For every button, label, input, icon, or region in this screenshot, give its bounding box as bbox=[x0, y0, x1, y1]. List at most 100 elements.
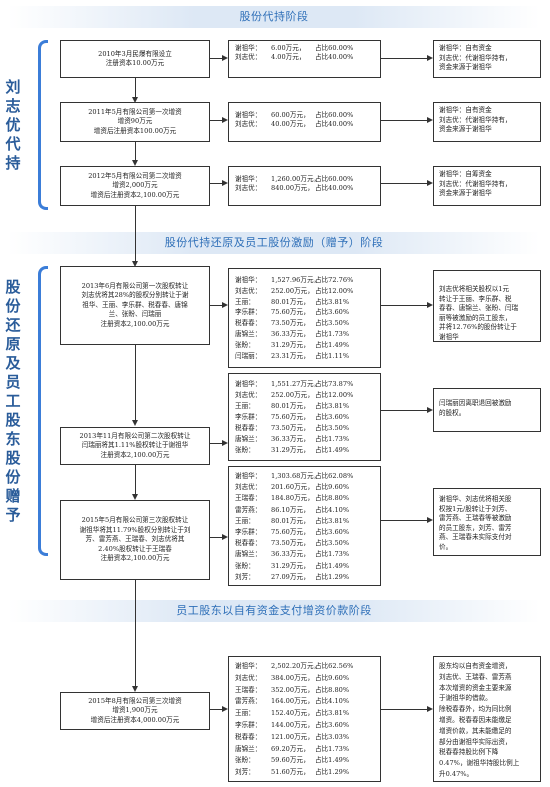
note-line: 刘志优：代谢祖华持有， bbox=[439, 115, 512, 124]
note-line: 价。 bbox=[439, 542, 453, 551]
section-title: 股份代持还原及员工股份激励（赠予）阶段 bbox=[164, 236, 384, 249]
shareholder-row: 王瑞春：352.00万元，占比8.80% bbox=[235, 685, 374, 697]
note-box: 闫瑞丽因离职退回被激励 的股权。 bbox=[433, 388, 541, 432]
note-line: 升0.47%。 bbox=[439, 769, 474, 778]
shareholder-row: 谢祖华：6.00万元，占比60.00% bbox=[235, 44, 374, 53]
holder-name: 谢祖华： bbox=[235, 44, 262, 52]
holder-share: 占比3.60% bbox=[315, 720, 350, 729]
connector bbox=[135, 465, 136, 495]
holder-amount: 73.50万元， bbox=[271, 424, 310, 432]
note-line: 部分由谢祖华实际出资， bbox=[439, 737, 512, 746]
note-line: 增资价款，其未能缴足的 bbox=[439, 726, 512, 735]
holder-name: 税春春： bbox=[235, 424, 262, 432]
shareholder-row: 谢祖华：1,260.00万元，占比60.00% bbox=[235, 175, 374, 184]
note-line: 0.47%，谢祖华持股比例上 bbox=[439, 759, 520, 768]
section-title: 员工股东以自有资金支付增资价款阶段 bbox=[176, 604, 372, 617]
shareholder-box: 谢祖华：1,527.96万元，占比72.76% 刘志优：252.00万元，占比1… bbox=[228, 268, 381, 368]
note-box: 谢祖华：自筹资金 刘志优：代谢祖华持有， 资金来源于谢祖华 bbox=[433, 166, 541, 206]
holder-share: 占比3.50% bbox=[315, 424, 350, 432]
shareholder-row: 税春春： 121.00万元，占比3.03% bbox=[235, 732, 374, 744]
shareholder-row: 张盼：31.29万元，占比1.49% bbox=[235, 445, 374, 456]
holder-share: 占比60.00% bbox=[315, 44, 354, 52]
note-line: 谢祖华：自筹资金 bbox=[439, 170, 492, 178]
holder-share: 占比1.29% bbox=[315, 768, 350, 777]
shareholder-row: 唐锦兰：36.33万元，占比1.73% bbox=[235, 549, 374, 560]
holder-name: 王瑞春： bbox=[235, 685, 262, 694]
holder-share: 占比1.73% bbox=[315, 744, 350, 753]
note-line: 刘志优：代谢祖华持有， bbox=[439, 53, 512, 62]
connector bbox=[210, 443, 222, 444]
holder-name: 税春春： bbox=[235, 732, 262, 741]
holder-amount: 60.00万元， bbox=[271, 111, 310, 119]
arrow-down bbox=[132, 97, 138, 103]
arrow-right bbox=[427, 117, 433, 123]
holder-share: 占比40.00% bbox=[315, 184, 354, 193]
holder-amount: 1,303.68万元， bbox=[271, 472, 321, 480]
arrow-down bbox=[132, 420, 138, 426]
holder-amount: 31.29万元， bbox=[271, 340, 310, 349]
event-box: 2013年6月有限公司第一次股权转让 刘志优将其28%的股权分别转让于谢 祖华、… bbox=[60, 266, 210, 345]
holder-amount: 36.33万元， bbox=[271, 329, 310, 338]
holder-name: 谢祖华： bbox=[235, 662, 262, 670]
holder-amount: 31.29万元， bbox=[271, 446, 310, 454]
note-line: 雷芳燕、王瑞春等被激励 bbox=[439, 514, 512, 523]
shareholder-row: 李乐群：75.60万元，占比3.60% bbox=[235, 307, 374, 318]
connector bbox=[210, 120, 222, 121]
holder-name: 李乐群： bbox=[235, 528, 262, 537]
shareholder-row: 李乐群：75.60万元，占比3.60% bbox=[235, 527, 374, 538]
shareholder-row: 刘志优：40.00万元，占比40.00% bbox=[235, 120, 374, 129]
holder-name: 张盼： bbox=[235, 756, 255, 765]
note-line: 增资。税春春因未能缴足 bbox=[439, 715, 512, 724]
shareholder-row: 谢祖华：1,551.27万元，占比73.87% bbox=[235, 379, 374, 390]
holder-share: 占比4.10% bbox=[315, 505, 350, 514]
note-box: 谢祖华：自有资金 刘志优：代谢祖华持有， 资金来源于谢祖华 bbox=[433, 102, 541, 142]
event-line: 增资90万元 bbox=[117, 117, 153, 126]
shareholder-row: 刘芳：27.09万元，占比1.29% bbox=[235, 572, 374, 583]
holder-amount: 2,502.20万元， bbox=[271, 662, 321, 670]
connector bbox=[135, 78, 136, 98]
holder-name: 刘志优： bbox=[235, 286, 262, 295]
arrow-down bbox=[132, 160, 138, 166]
event-line: 芳、雷芳燕、王瑞春、刘志优将其 bbox=[85, 535, 185, 544]
event-line: 2010年3月民爆有限设立 bbox=[98, 49, 172, 58]
side-label-1: 刘志优代持 bbox=[5, 78, 21, 172]
holder-share: 占比1.49% bbox=[315, 561, 350, 570]
holder-name: 雷芳燕： bbox=[235, 505, 262, 514]
event-line: 增资后注册资本4,000.00万元 bbox=[90, 715, 180, 724]
connector bbox=[210, 305, 222, 306]
holder-share: 占比3.60% bbox=[315, 308, 350, 317]
event-box: 2011年5月有限公司第一次增资 增资90万元 增资后注册资本100.00万元 bbox=[60, 102, 210, 142]
holder-name: 刘芳： bbox=[235, 572, 255, 581]
holder-share: 占比60.00% bbox=[315, 111, 354, 119]
shareholder-row: 唐锦兰：36.33万元，占比1.73% bbox=[235, 434, 374, 445]
holder-name: 刘芳： bbox=[235, 768, 255, 777]
event-line: 增资后注册资本2,100.00万元 bbox=[90, 190, 180, 199]
shareholder-row: 王瑞春：184.80万元，占比8.80% bbox=[235, 493, 374, 504]
holder-amount: 86.10万元， bbox=[271, 505, 310, 514]
holder-name: 闫瑞丽： bbox=[235, 351, 262, 360]
event-line: 2013年11月有限公司第二次股权转让 bbox=[79, 431, 191, 440]
arrow-down bbox=[132, 686, 138, 692]
holder-share: 占比3.60% bbox=[315, 528, 350, 537]
holder-share: 占比1.11% bbox=[315, 351, 350, 360]
arrow-right bbox=[222, 706, 228, 712]
shareholder-row: 刘志优：840.00万元，占比40.00% bbox=[235, 184, 374, 193]
event-line: 兰、张盼、闫瑞丽 bbox=[108, 310, 162, 319]
section-banner-2: 股份代持还原及员工股份激励（赠予）阶段 bbox=[8, 232, 540, 254]
holder-amount: 840.00万元， bbox=[271, 184, 314, 193]
arrow-right bbox=[427, 302, 433, 308]
holder-amount: 121.00万元， bbox=[271, 732, 314, 741]
event-line: 注册资本2,100.00万元 bbox=[100, 450, 170, 459]
shareholder-row: 雷芳燕：164.00万元，占比4.10% bbox=[235, 696, 374, 708]
connector bbox=[381, 305, 427, 306]
holder-amount: 1,551.27万元， bbox=[271, 380, 321, 388]
connector bbox=[210, 58, 222, 59]
event-line: 注册资本10.00万元 bbox=[105, 59, 165, 67]
event-line: 谢祖华将其11.79%股权分别转让于刘 bbox=[79, 525, 191, 534]
holder-share: 占比3.03% bbox=[315, 732, 350, 741]
holder-name: 王丽： bbox=[235, 709, 255, 718]
holder-amount: 51.60万元， bbox=[271, 768, 310, 777]
shareholder-row: 税春春： 73.50万元， 占比3.50% bbox=[235, 423, 374, 434]
connector bbox=[135, 206, 136, 262]
holder-amount: 80.01万元， bbox=[271, 297, 310, 306]
